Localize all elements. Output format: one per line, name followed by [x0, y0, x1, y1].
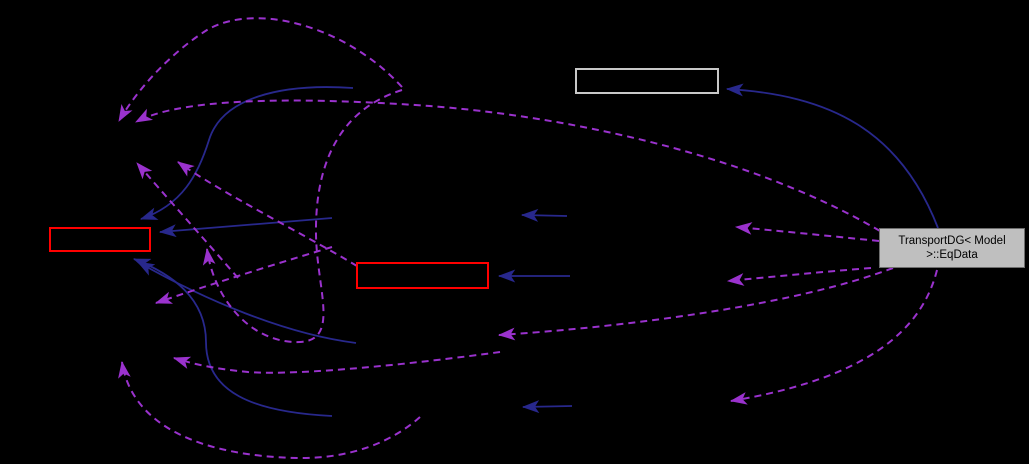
edge-solid-scurve-to-leftnode-corner	[132, 258, 333, 417]
edge-dashed-j-hook-vertical	[202, 89, 403, 344]
node-current-eqdata: TransportDG< Model >::EqData	[879, 228, 1025, 268]
node-top-unlabeled[interactable]	[575, 68, 719, 94]
edge-dashed-eqdata-to-center	[497, 267, 894, 341]
eqdata-label-line1: TransportDG< Model	[898, 235, 1006, 247]
edge-dashed-eqdata-short-2	[734, 222, 880, 242]
edge-dashed-diag-upleft-2	[177, 161, 358, 267]
edge-solid-straight-to-leftnode	[158, 217, 333, 238]
node-middle-truncated[interactable]	[356, 262, 489, 289]
edge-dashed-to-midleft	[154, 246, 333, 304]
edge-dashed-lower-horizontal	[172, 351, 501, 374]
edge-dashed-eqdata-big-descender	[729, 269, 938, 405]
edge-solid-short-arrow-bottom	[521, 400, 573, 414]
edge-solid-curve-to-leftnode-top	[139, 86, 354, 220]
edge-solid-eqdata-to-topnode	[725, 83, 939, 229]
edge-dashed-eqdata-long-upper	[135, 99, 881, 232]
edge-dashed-eqdata-short-1	[726, 267, 872, 286]
edge-solid-long-to-leftnode-corner	[137, 261, 357, 344]
edge-dashed-top-arc	[118, 17, 403, 122]
edge-solid-short-arrow-middle	[520, 208, 568, 222]
eqdata-label-line2: >::EqData	[926, 249, 978, 261]
edge-dashed-bottom-u-sweep	[118, 360, 421, 460]
edge-dashed-diag-upleft-1	[136, 162, 239, 279]
node-left-truncated[interactable]	[49, 227, 151, 252]
